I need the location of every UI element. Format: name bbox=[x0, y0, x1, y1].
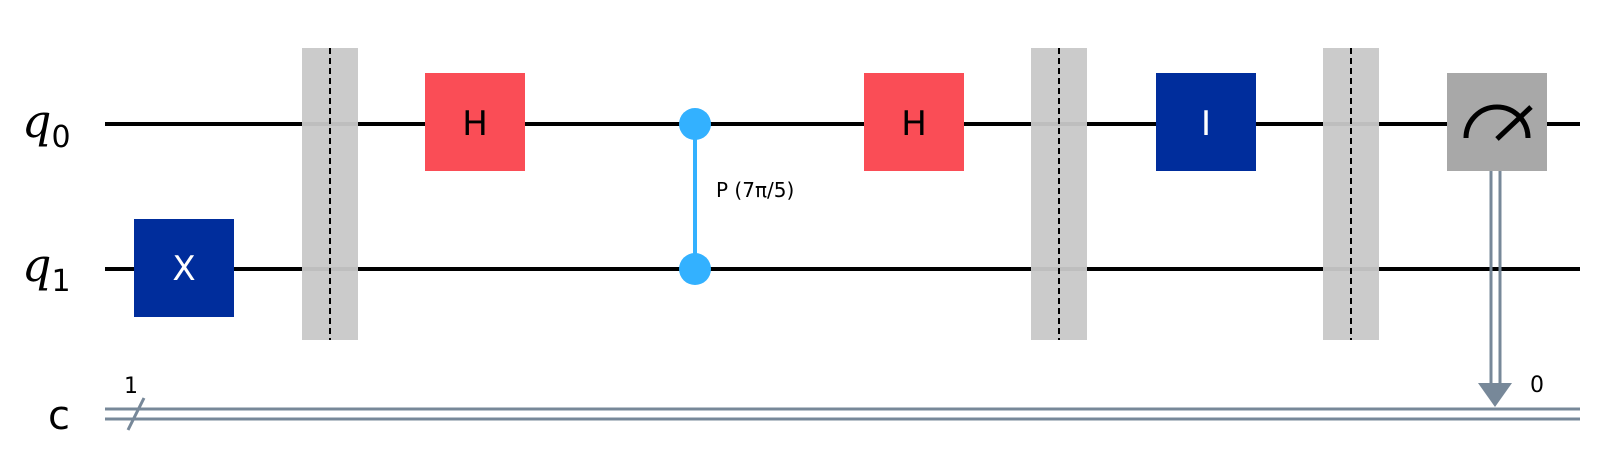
qubit-label-q0: q0 bbox=[22, 94, 71, 155]
qubit-label-q1: q1 bbox=[22, 238, 71, 299]
measure-gate: 0 bbox=[1447, 73, 1547, 407]
identity-gate: I bbox=[1156, 73, 1256, 171]
clbit-index-label: 0 bbox=[1530, 373, 1544, 398]
x-gate: X bbox=[134, 219, 234, 317]
controlled-phase-gate: P (7π/5) bbox=[679, 108, 794, 285]
barrier-2 bbox=[1031, 48, 1087, 340]
classical-wire bbox=[105, 407, 1580, 421]
cp-control-dot-q1 bbox=[679, 253, 711, 285]
register-size-slash bbox=[126, 397, 146, 431]
meter-icon bbox=[1463, 104, 1531, 139]
cp-parameter-label: P (7π/5) bbox=[716, 178, 794, 202]
meter-needle bbox=[1495, 105, 1533, 141]
svg-text:H: H bbox=[462, 104, 488, 144]
register-size-label: 1 bbox=[124, 374, 138, 399]
measure-arrow-head bbox=[1478, 383, 1512, 407]
svg-text:I: I bbox=[1201, 104, 1211, 144]
classical-register-label: c bbox=[48, 393, 70, 439]
barrier-3 bbox=[1323, 48, 1379, 340]
svg-text:H: H bbox=[901, 104, 927, 144]
barrier-1 bbox=[302, 48, 358, 340]
svg-text:X: X bbox=[172, 249, 195, 289]
h-gate-1: H bbox=[425, 73, 525, 171]
h-gate-2: H bbox=[864, 73, 964, 171]
cp-control-dot-q0 bbox=[679, 108, 711, 140]
